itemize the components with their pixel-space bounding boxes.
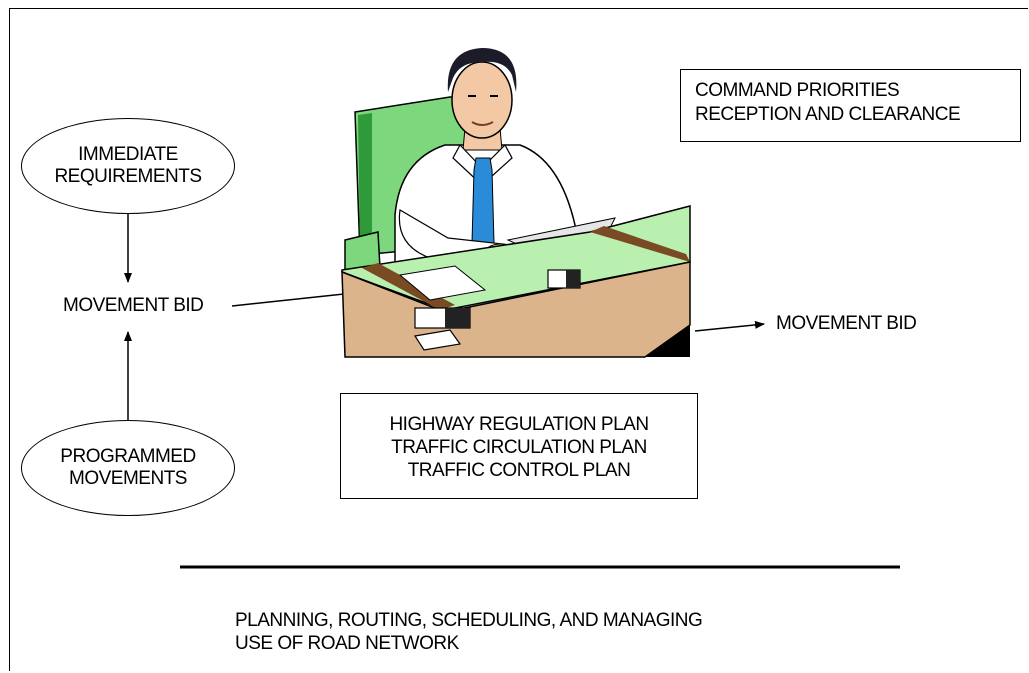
ellipse-text-line: REQUIREMENTS [54,166,202,187]
arrow-desk-to-bid [694,320,765,332]
diagram-frame [9,8,1028,671]
command-box-line: COMMAND PRIORITIES [695,80,900,101]
plans-box-line: TRAFFIC CONTROL PLAN [407,460,631,481]
movement-bid-right-label: MOVEMENT BID [776,313,917,334]
command-box-line: RECEPTION AND CLEARANCE [695,104,961,125]
plans-box-line: HIGHWAY REGULATION PLAN [389,414,649,435]
footer-line: USE OF ROAD NETWORK [235,633,459,654]
programmed-movements-ellipse: PROGRAMMED MOVEMENTS [21,420,235,516]
plans-box-line: TRAFFIC CIRCULATION PLAN [391,437,647,458]
movement-bid-left-label: MOVEMENT BID [63,295,204,316]
command-priorities-box: COMMAND PRIORITIES RECEPTION AND CLEARAN… [680,69,1021,142]
footer-line: PLANNING, ROUTING, SCHEDULING, AND MANAG… [235,610,703,631]
ellipse-text-line: IMMEDIATE [78,144,178,165]
ellipse-text-line: MOVEMENTS [69,468,187,489]
plans-box: HIGHWAY REGULATION PLAN TRAFFIC CIRCULAT… [340,393,698,499]
ellipse-text-line: PROGRAMMED [60,446,196,467]
immediate-requirements-ellipse: IMMEDIATE REQUIREMENTS [21,118,235,214]
